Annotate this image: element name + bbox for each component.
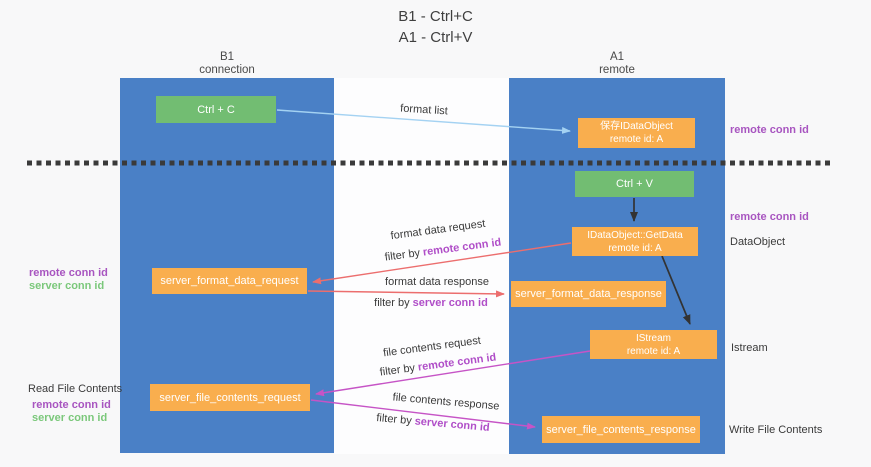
node-file-response-label: server_file_contents_response xyxy=(546,423,696,436)
title-line-1: B1 - Ctrl+C xyxy=(398,8,473,25)
left-label-remote-conn-id-bottom: remote conn id xyxy=(32,399,111,411)
lane-a1-subtitle: remote xyxy=(599,64,635,76)
lane-b1-subtitle: connection xyxy=(199,64,255,76)
lane-header-b1: B1 connection xyxy=(120,51,334,77)
node-save-idataobject: 保存IDataObject remote id: A xyxy=(578,118,695,148)
node-istream-line2: remote id: A xyxy=(626,345,681,357)
right-label-remote-conn-id-top: remote conn id xyxy=(730,124,809,136)
lane-header-a1: A1 remote xyxy=(509,51,725,77)
node-server-format-data-request: server_format_data_request xyxy=(152,268,307,294)
node-ctrl-v-label: Ctrl + V xyxy=(616,178,653,190)
node-server-file-contents-response: server_file_contents_response xyxy=(542,416,700,443)
left-label-server-conn-id-mid: server conn id xyxy=(29,280,105,292)
node-ctrl-c-label: Ctrl + C xyxy=(197,103,235,116)
right-label-istream: Istream xyxy=(731,342,768,354)
lane-b1-name: B1 xyxy=(219,51,235,63)
node-idataobject-getdata: IDataObject::GetData remote id: A xyxy=(572,227,698,256)
left-label-read-file-contents: Read File Contents xyxy=(28,383,123,395)
left-label-server-conn-id-bottom: server conn id xyxy=(32,412,108,424)
node-save-idataobject-line1: 保存IDataObject xyxy=(600,121,673,132)
node-server-format-data-response: server_format_data_response xyxy=(511,281,666,307)
node-istream-line1: IStream xyxy=(635,332,671,344)
left-label-remote-conn-id-mid: remote conn id xyxy=(29,267,108,279)
filter-by-text: filter by xyxy=(374,297,410,309)
title-line-2: A1 - Ctrl+V xyxy=(398,29,473,46)
node-file-request-label: server_file_contents_request xyxy=(159,391,301,404)
diagram-title: B1 - Ctrl+C A1 - Ctrl+V xyxy=(0,6,871,48)
node-getdata-line1: IDataObject::GetData xyxy=(587,229,683,241)
right-label-dataobject: DataObject xyxy=(730,236,786,248)
node-server-file-contents-request: server_file_contents_request xyxy=(150,384,310,411)
node-ctrl-v: Ctrl + V xyxy=(575,171,694,197)
filter-server-conn-id: server conn id xyxy=(412,297,488,309)
node-getdata-line2: remote id: A xyxy=(608,242,662,254)
lane-a1-name: A1 xyxy=(609,51,625,63)
node-istream: IStream remote id: A xyxy=(590,330,717,359)
node-format-request-label: server_format_data_request xyxy=(160,275,299,287)
right-label-remote-conn-id-mid: remote conn id xyxy=(730,211,809,223)
node-save-idataobject-line2: remote id: A xyxy=(609,134,664,145)
node-format-response-label: server_format_data_response xyxy=(515,288,662,300)
edge-label-format-data-response: format data response xyxy=(385,276,489,288)
right-label-write-file-contents: Write File Contents xyxy=(729,424,823,436)
node-ctrl-c: Ctrl + C xyxy=(156,96,276,123)
